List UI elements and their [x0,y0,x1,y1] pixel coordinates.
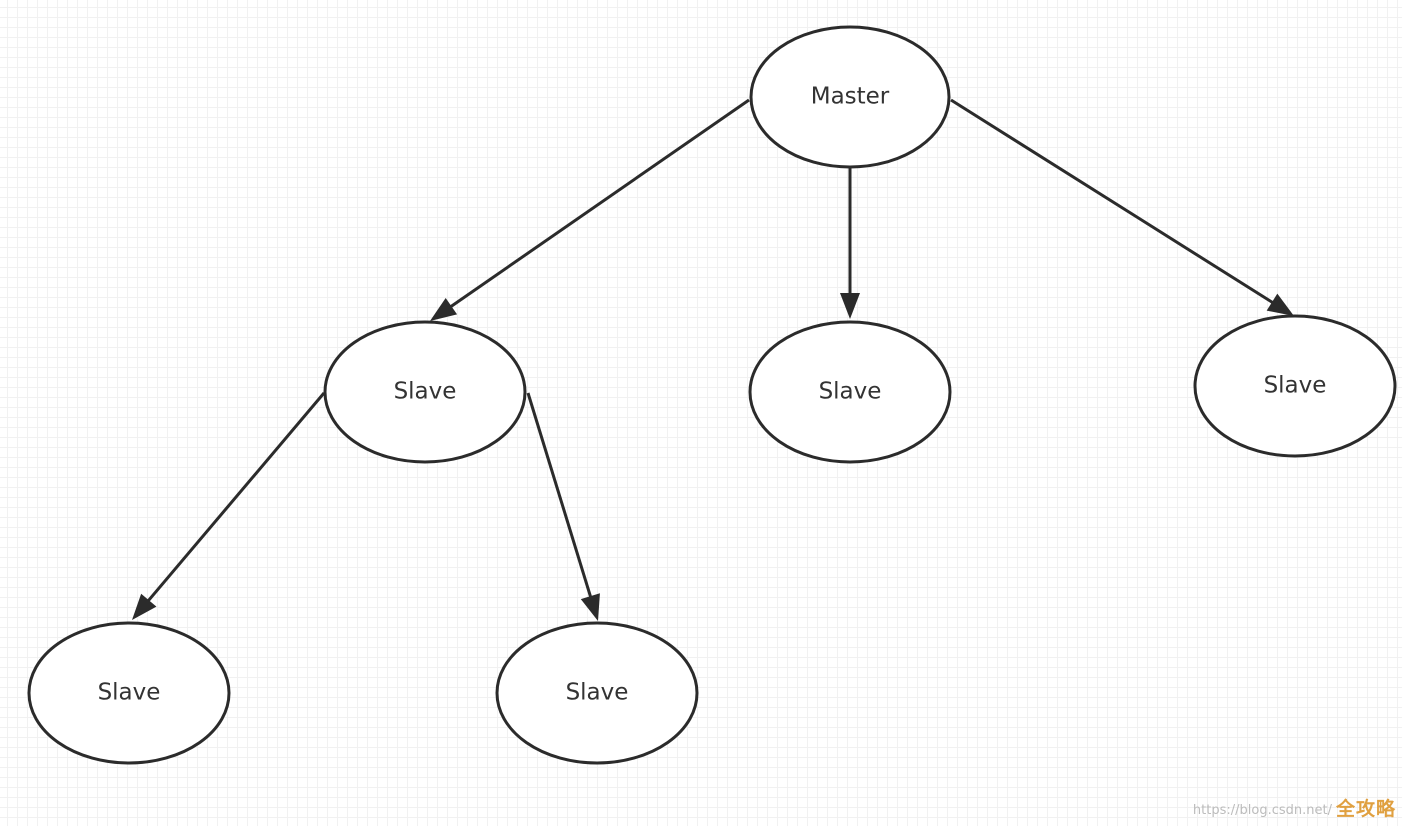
edge-master-to-slave-2 [840,168,860,319]
node-ellipse [1193,314,1397,458]
edge-master-to-slave-3 [950,98,1294,316]
edge-line [146,392,326,603]
node-slave-2: Slave [748,320,952,464]
arrow-head-icon [1266,293,1294,316]
node-slave-5: Slave [495,621,699,765]
edge-line [526,392,593,599]
node-slave-1: Slave [323,320,527,464]
node-slave-4: Slave [27,621,231,765]
node-slave-3: Slave [1193,314,1397,458]
edge-line [448,98,750,309]
node-label: Slave [566,680,629,706]
arrow-head-icon [430,297,458,321]
node-ellipse [749,25,951,169]
arrow-head-icon [132,593,157,620]
edge-slave-1-to-slave-4 [132,392,326,620]
node-label: Slave [98,680,161,706]
node-label: Slave [1264,373,1327,399]
edge-master-to-slave-1 [430,98,750,321]
node-ellipse [748,320,952,464]
watermark: https://blog.csdn.net/ 全攻略 [1193,798,1396,820]
watermark-url: https://blog.csdn.net/ [1192,803,1332,818]
watermark-brand: 全攻略 [1335,798,1396,820]
node-master: Master [749,25,951,169]
node-ellipse [27,621,231,765]
arrow-head-icon [840,293,860,319]
arrow-head-icon [580,593,600,621]
edge-line [950,98,1275,305]
edge-slave-1-to-slave-5 [526,392,600,621]
edges-layer [132,98,1294,621]
node-ellipse [495,621,699,765]
node-label: Master [811,84,890,110]
node-ellipse [323,320,527,464]
node-label: Slave [819,379,882,405]
node-label: Slave [394,379,457,405]
